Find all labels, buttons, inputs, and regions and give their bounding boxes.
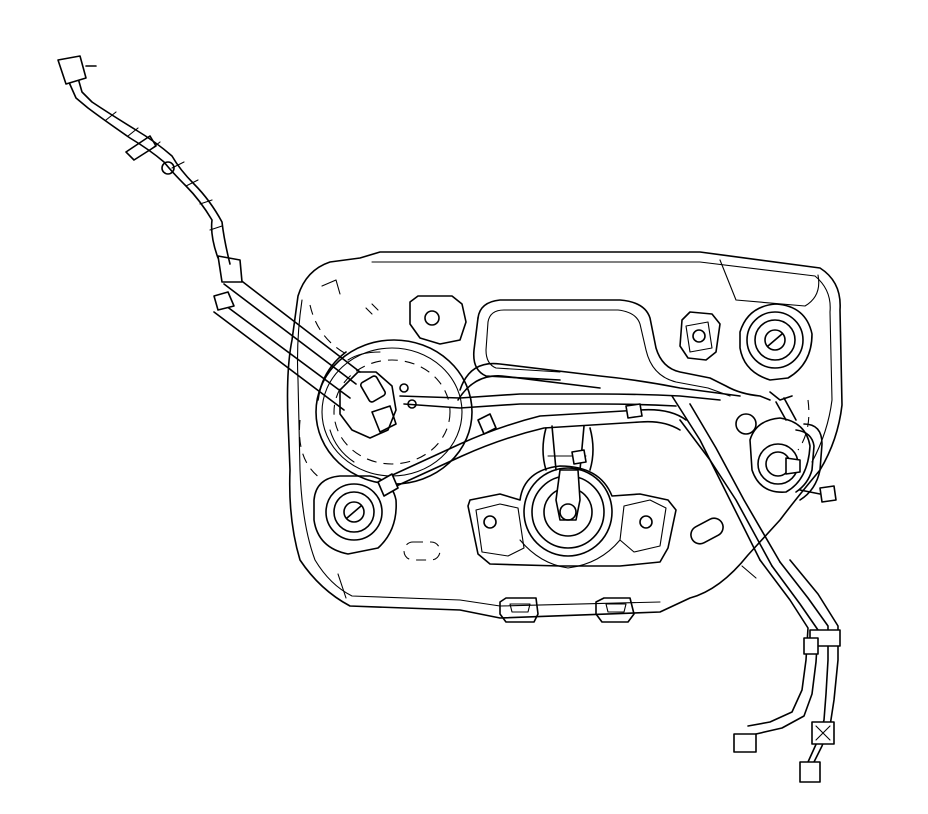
sensor-connector-top-left xyxy=(57,55,87,85)
upper-left-harness xyxy=(57,55,361,411)
tank-slot-left xyxy=(403,541,441,561)
mounting-bracket-top-left xyxy=(409,295,467,345)
tank-boss-hole xyxy=(735,413,757,435)
bottom-tab-left xyxy=(499,597,539,623)
strap-anchor-left xyxy=(313,475,397,555)
harness-connector-upper xyxy=(217,255,243,283)
center-sender-unit xyxy=(467,425,677,569)
fuel-tank xyxy=(286,251,843,619)
edge-clips xyxy=(321,279,379,315)
strap-anchor-right xyxy=(739,303,813,381)
tank-recess-loop xyxy=(472,299,771,401)
mounting-pad-right xyxy=(679,311,721,361)
fuel-lines xyxy=(377,362,781,567)
connector-lower-bottom xyxy=(799,761,821,783)
bottom-tab-right xyxy=(595,597,635,623)
lower-right-harness xyxy=(733,559,841,783)
vent-valve xyxy=(749,391,837,503)
connector-lower-left xyxy=(733,733,757,753)
tank-slot-right xyxy=(690,517,724,545)
